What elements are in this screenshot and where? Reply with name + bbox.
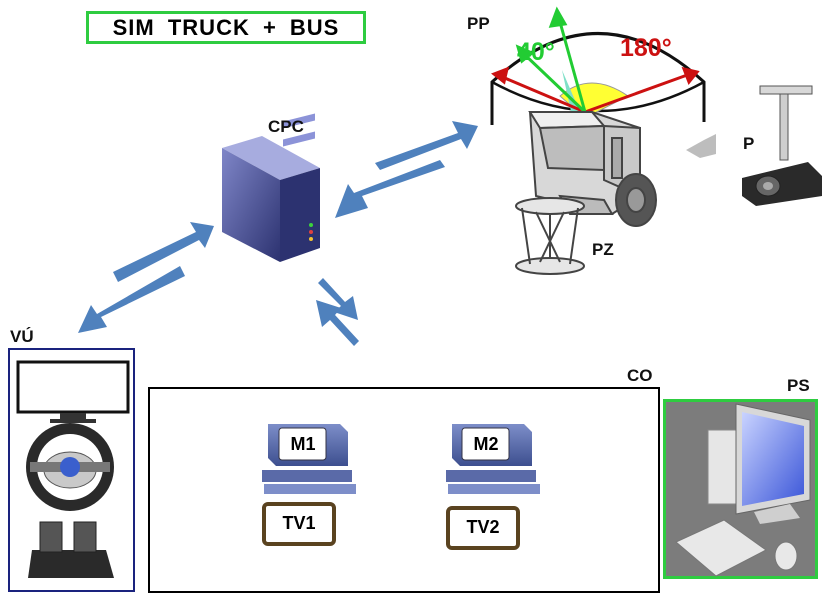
ps-label: PS <box>787 376 810 395</box>
workstation-2-icon <box>446 424 540 550</box>
angle-40-arrows <box>515 6 587 114</box>
arrow-pp-to-cpc <box>335 160 445 218</box>
arrow-cpc-to-pp <box>375 121 478 170</box>
pp-label: PP <box>467 14 490 33</box>
tv-1-label: TV1 <box>282 513 316 533</box>
angle-180-label: 180° <box>620 34 672 62</box>
arrow-vu-to-cpc <box>78 266 185 333</box>
arrow-cpc-to-co <box>318 278 358 320</box>
title-text: SIM TRUCK + BUS <box>112 14 340 40</box>
workstation-1-icon <box>262 424 356 546</box>
truck-cab-icon <box>528 111 657 227</box>
ps-box <box>663 399 818 579</box>
pz-label: PZ <box>592 240 614 259</box>
cpc-server-icon <box>222 113 320 262</box>
cpc-label: CPC <box>268 117 304 136</box>
monitor-2-label: M2 <box>473 434 499 454</box>
arrow-co-to-cpc <box>316 300 359 346</box>
projector-icon <box>686 85 822 206</box>
vu-label: VÚ <box>10 327 34 346</box>
vu-monitor-icon <box>16 360 130 423</box>
angle-180-arrows <box>491 66 700 114</box>
p-label: P <box>743 134 755 153</box>
pc-workstation-icon <box>675 403 811 577</box>
co-box <box>148 387 660 593</box>
co-label: CO <box>627 366 653 385</box>
arrow-cpc-to-vu <box>113 222 214 282</box>
arrows <box>78 121 478 346</box>
monitor-1-label: M1 <box>290 434 316 454</box>
angle-40-label: 40° <box>517 38 555 66</box>
steering-wheel-icon <box>26 423 114 511</box>
pedals-icon <box>28 521 114 578</box>
vu-box <box>8 348 135 592</box>
motion-platform-icon <box>515 197 585 275</box>
title-box: SIM TRUCK + BUS <box>86 11 366 44</box>
tv-2-label: TV2 <box>466 517 500 537</box>
